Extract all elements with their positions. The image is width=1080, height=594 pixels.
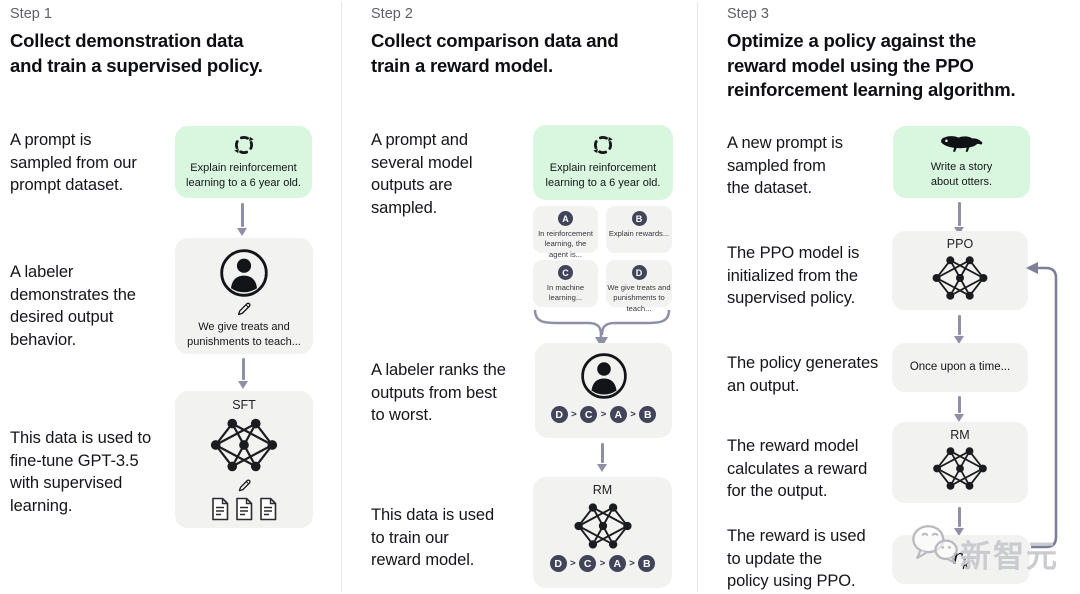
feedback-loop-icon bbox=[1026, 262, 1058, 549]
rank-badge: D bbox=[549, 555, 567, 572]
arrow-down-icon bbox=[241, 203, 244, 227]
step1-labeler-box: We give treats and punishments to teach.… bbox=[175, 238, 313, 354]
step3-row5-caption: The reward is used to update the policy … bbox=[727, 527, 866, 591]
person-icon bbox=[219, 248, 269, 298]
output-c-box: C In machine learning... bbox=[533, 260, 598, 307]
output-d-text: We give treats and punishments to teach.… bbox=[607, 283, 671, 313]
step3-rm-box: RM bbox=[892, 422, 1028, 503]
step1-prompt-text: Explain reinforcement learning to a 6 ye… bbox=[186, 161, 301, 189]
rank-badge: C bbox=[580, 406, 598, 423]
step2-prompt-text: Explain reinforcement learning to a 6 ye… bbox=[545, 162, 661, 189]
rank-badge: D bbox=[550, 406, 568, 423]
arrow-down-icon bbox=[242, 358, 245, 380]
output-a-text: In reinforcement learning, the agent is.… bbox=[538, 229, 593, 259]
step3-output-box: Once upon a time... bbox=[892, 343, 1028, 392]
step1-row1-caption: A prompt is sampled from our prompt data… bbox=[10, 131, 137, 195]
rm-model-label: RM bbox=[592, 483, 613, 497]
step1-sft-box: SFT bbox=[175, 391, 313, 528]
arrow-down-icon bbox=[601, 443, 604, 463]
output-d-badge: D bbox=[631, 265, 647, 280]
output-a-badge: A bbox=[558, 211, 573, 226]
rank-badge: A bbox=[608, 555, 626, 572]
rank-separator: > bbox=[629, 558, 635, 569]
step1-row3-caption: This data is used to fine-tune GPT-3.5 w… bbox=[10, 429, 152, 515]
person-icon bbox=[580, 352, 628, 400]
output-b-box: B Explain rewards... bbox=[606, 206, 672, 253]
ranking-row: D > C > A > B bbox=[550, 406, 657, 423]
rank-separator: > bbox=[630, 409, 636, 420]
rank-separator: > bbox=[600, 409, 607, 420]
document-icon bbox=[234, 497, 254, 521]
output-d-box: D We give treats and punishments to teac… bbox=[606, 260, 672, 313]
step1-label: Step 1 bbox=[10, 6, 52, 22]
pen-icon bbox=[236, 301, 252, 317]
document-icon bbox=[210, 497, 230, 521]
rank-badge: A bbox=[609, 406, 627, 423]
ppo-model-label: PPO bbox=[946, 237, 974, 251]
step1-prompt-box: Explain reinforcement learning to a 6 ye… bbox=[175, 126, 312, 198]
step2-row1-caption: A prompt and several model outputs are s… bbox=[371, 131, 473, 217]
step2-title: Collect comparison data and train a rewa… bbox=[371, 30, 619, 76]
documents-row bbox=[210, 497, 278, 521]
step3-ppo-box: PPO bbox=[892, 231, 1028, 310]
arrow-down-icon bbox=[958, 396, 961, 413]
column-divider bbox=[697, 2, 698, 592]
rank-separator: > bbox=[570, 558, 576, 569]
rank-badge: B bbox=[639, 406, 657, 423]
step3-row4-caption: The reward model calculates a reward for… bbox=[727, 437, 868, 501]
arrow-down-icon bbox=[958, 202, 961, 226]
column-divider bbox=[341, 2, 342, 592]
pen-icon bbox=[237, 478, 252, 493]
merge-brace-icon bbox=[533, 309, 671, 348]
network-icon bbox=[929, 445, 991, 492]
step3-row3-caption: The policy generates an output. bbox=[727, 354, 879, 395]
rank-badge: B bbox=[638, 555, 656, 572]
step3-row2-caption: The PPO model is initialized from the su… bbox=[727, 244, 860, 308]
step2-label: Step 2 bbox=[371, 6, 413, 22]
step1-labeler-text: We give treats and punishments to teach.… bbox=[187, 321, 301, 348]
step3-title: Optimize a policy against the reward mod… bbox=[727, 30, 1016, 101]
step3-prompt-box: Write a story about otters. bbox=[893, 126, 1030, 198]
rm-model-label: RM bbox=[950, 428, 970, 442]
output-c-badge: C bbox=[558, 265, 573, 280]
step2-prompt-box: Explain reinforcement learning to a 6 ye… bbox=[533, 125, 673, 200]
ranking-row: D > C > A > B bbox=[549, 555, 656, 572]
reward-value: rk bbox=[952, 545, 970, 574]
rank-separator: > bbox=[571, 409, 577, 420]
output-b-text: Explain rewards... bbox=[608, 229, 670, 238]
rank-badge: C bbox=[579, 555, 597, 572]
step3-row1-caption: A new prompt is sampled from the dataset… bbox=[727, 134, 843, 198]
step1-title: Collect demonstration data and train a s… bbox=[10, 30, 263, 76]
rank-separator: > bbox=[599, 558, 606, 569]
step2-ranking-box: D > C > A > B bbox=[535, 343, 672, 438]
arrow-down-icon bbox=[958, 507, 961, 527]
document-icon bbox=[258, 497, 278, 521]
output-a-box: A In reinforcement learning, the agent i… bbox=[533, 206, 598, 259]
step3-prompt-text: Write a story about otters. bbox=[930, 161, 993, 188]
otter-icon bbox=[939, 134, 985, 155]
step3-reward-box: rk bbox=[892, 535, 1030, 584]
step2-row2-caption: A labeler ranks the outputs from best to… bbox=[371, 361, 506, 425]
arrow-down-icon bbox=[958, 315, 961, 335]
step2-rm-box: RM D > C > A > B bbox=[533, 477, 672, 588]
output-c-text: In machine learning... bbox=[546, 283, 585, 303]
step1-row2-caption: A labeler demonstrates the desired outpu… bbox=[10, 263, 136, 349]
sft-model-label: SFT bbox=[232, 398, 256, 412]
network-icon bbox=[928, 254, 992, 302]
network-icon bbox=[206, 416, 282, 474]
output-b-badge: B bbox=[631, 211, 647, 226]
cycle-icon bbox=[592, 134, 614, 156]
step2-row3-caption: This data is used to train our reward mo… bbox=[371, 506, 495, 570]
step3-label: Step 3 bbox=[727, 6, 769, 22]
network-icon bbox=[570, 501, 636, 551]
cycle-icon bbox=[233, 134, 255, 156]
step3-output-text: Once upon a time... bbox=[909, 360, 1011, 373]
